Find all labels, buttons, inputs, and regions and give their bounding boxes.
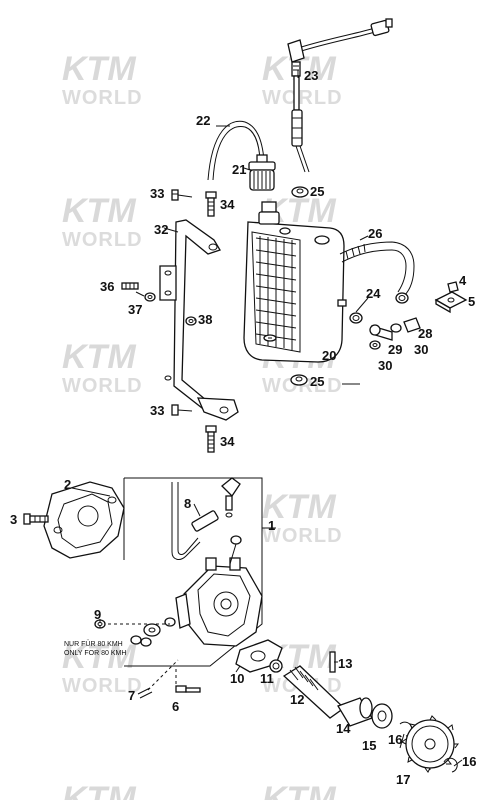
svg-text:KTM: KTM — [62, 192, 136, 230]
part-15-bearing — [371, 703, 393, 729]
callout-16: 16 — [388, 732, 402, 747]
callout-22: 22 — [196, 113, 210, 128]
callout-20: 20 — [322, 348, 336, 363]
callout-30: 30 — [414, 342, 428, 357]
part-16-circlip — [443, 757, 458, 773]
part-25-grommet-top — [291, 186, 309, 198]
svg-text:WORLD: WORLD — [262, 525, 343, 547]
svg-text:KTM: KTM — [62, 50, 136, 88]
part-14-bushing — [337, 697, 373, 727]
svg-text:WORLD: WORLD — [62, 375, 143, 397]
callout-36: 36 — [100, 279, 114, 294]
callout-33: 33 — [150, 403, 164, 418]
callout-16: 16 — [462, 754, 476, 769]
svg-text:KTM: KTM — [262, 488, 336, 526]
part-24-hose-clamp — [349, 312, 363, 324]
ktm-world-watermark: KTM WORLD — [62, 192, 143, 251]
svg-text:WORLD: WORLD — [262, 375, 343, 397]
part-2-pump-cover — [43, 481, 125, 559]
part-17-drive-gear — [401, 715, 459, 773]
part-7-clip — [137, 687, 153, 699]
callout-4: 4 — [459, 273, 467, 288]
part-32-tank-bracket — [159, 219, 239, 421]
svg-text:WORLD: WORLD — [62, 675, 143, 697]
part-36-screw — [121, 282, 139, 290]
callout-33: 33 — [150, 186, 164, 201]
part-37-washer — [144, 292, 156, 302]
callout-1: 1 — [268, 518, 275, 533]
leader-lines — [71, 70, 463, 770]
callout-37: 37 — [128, 302, 142, 317]
part-1-assembly-frame — [123, 477, 276, 667]
callout-11: 11 — [260, 671, 274, 686]
svg-text:KTM: KTM — [62, 638, 136, 676]
callout-14: 14 — [336, 721, 351, 736]
part-6-screw — [175, 685, 201, 693]
svg-text:KTM: KTM — [62, 780, 136, 800]
part-11-o-ring — [269, 659, 283, 673]
callout-3: 3 — [10, 512, 17, 527]
part-33-screw-top — [171, 189, 193, 201]
part-29-banjo-fitting — [369, 324, 393, 341]
callout-38: 38 — [198, 312, 212, 327]
svg-text:WORLD: WORLD — [62, 87, 143, 109]
part-21-tank-cap — [248, 154, 276, 191]
note-english: ONLY FOR 80 KMH — [64, 650, 126, 657]
callout-24: 24 — [366, 286, 381, 301]
part-25-grommet-bottom — [290, 374, 308, 386]
part-20-oil-tank — [243, 201, 347, 363]
callout-13: 13 — [338, 656, 352, 671]
callout-28: 28 — [418, 326, 432, 341]
callout-9: 9 — [94, 607, 101, 622]
part-33-screw-bottom — [171, 404, 193, 416]
ktm-world-watermark: KTM WORLD — [262, 488, 343, 547]
part-28-banjo-bolt — [390, 317, 421, 333]
callout-2: 2 — [64, 477, 71, 492]
part-8-oil-line — [171, 477, 241, 560]
callout-25: 25 — [310, 184, 324, 199]
callout-25: 25 — [310, 374, 324, 389]
svg-text:KTM: KTM — [62, 338, 136, 376]
callout-32: 32 — [154, 222, 168, 237]
callout-12: 12 — [290, 692, 304, 707]
callout-29: 29 — [388, 342, 402, 357]
part-38-washer — [185, 316, 197, 326]
ktm-world-watermark: KTM WORLD — [62, 638, 143, 697]
part-26-oil-hose — [339, 241, 415, 297]
speed-restriction-note: NUR FÜR 80 KMH ONLY FOR 80 KMH — [64, 640, 126, 657]
part-34-screw-bottom — [205, 425, 217, 453]
callout-34: 34 — [220, 197, 235, 212]
svg-text:WORLD: WORLD — [62, 229, 143, 251]
callout-30: 30 — [378, 358, 392, 373]
callout-8: 8 — [184, 496, 191, 511]
callout-34: 34 — [220, 434, 235, 449]
callout-23: 23 — [304, 68, 318, 83]
ktm-world-watermark: KTM WORLD — [62, 338, 143, 397]
part-5-mounting-plate — [434, 291, 468, 314]
part-24-hose-clamp — [395, 292, 409, 304]
callout-5: 5 — [468, 294, 475, 309]
callout-17: 17 — [396, 772, 410, 787]
callout-labels: 23 22 21 25 33 34 32 26 4 36 24 5 37 38 … — [10, 68, 476, 787]
callout-21: 21 — [232, 162, 246, 177]
callout-15: 15 — [362, 738, 376, 753]
part-4-nut — [447, 281, 459, 293]
part-30-washer — [369, 340, 381, 350]
ktm-world-watermark: KTM WORLD — [62, 50, 143, 109]
callout-6: 6 — [172, 699, 179, 714]
part-23-level-sender — [287, 18, 393, 173]
part-34-screw-top — [205, 191, 217, 217]
oil-pump-body — [175, 535, 263, 647]
callout-10: 10 — [230, 671, 244, 686]
part-9-spacer-set — [130, 617, 176, 647]
part-22-breather-hose — [207, 120, 265, 181]
svg-text:WORLD: WORLD — [262, 87, 343, 109]
callout-7: 7 — [128, 688, 135, 703]
svg-text:KTM: KTM — [262, 780, 336, 800]
ktm-world-watermark: KTM KTM — [62, 780, 336, 800]
part-3-screw — [23, 513, 49, 525]
note-german: NUR FÜR 80 KMH — [64, 640, 123, 648]
callout-26: 26 — [368, 226, 382, 241]
